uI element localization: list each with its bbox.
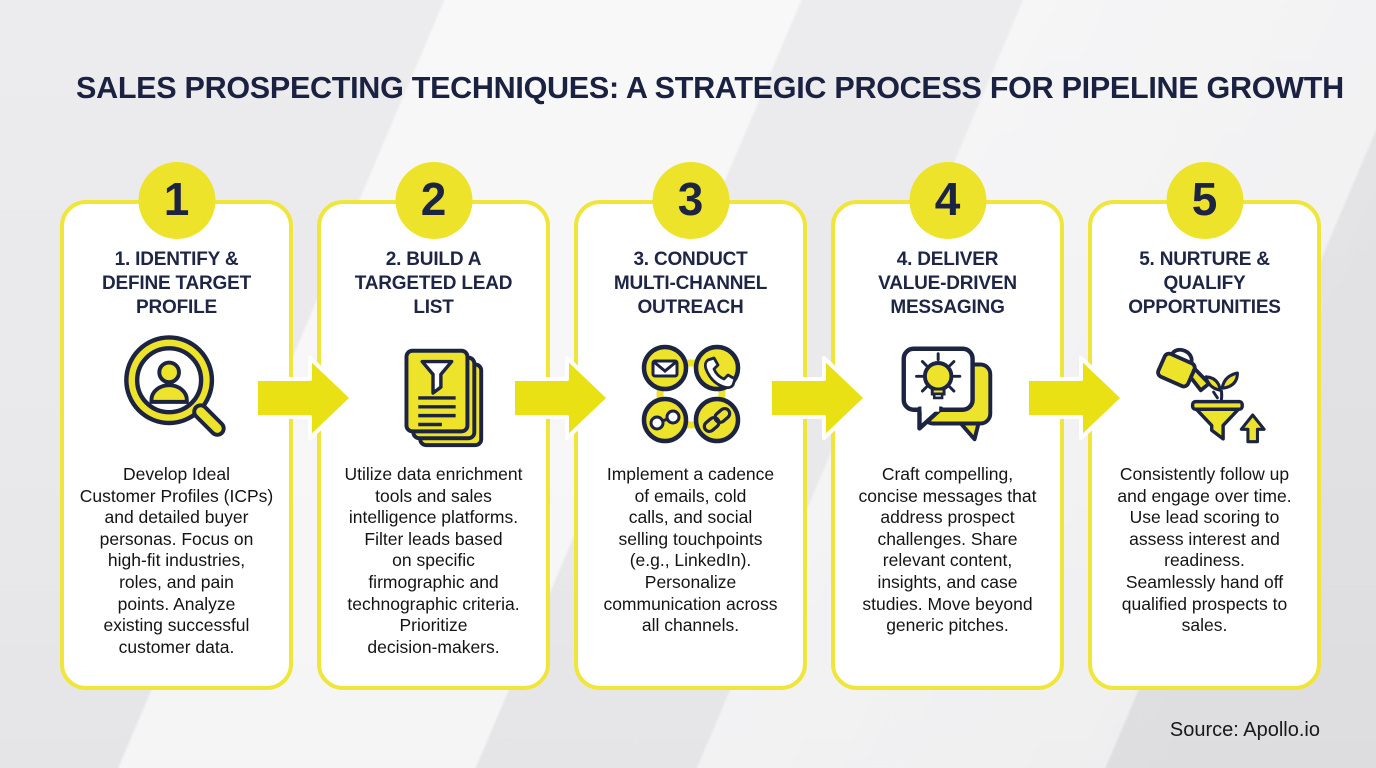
step-number-badge: 1 <box>138 162 215 239</box>
step-number-badge: 4 <box>909 162 986 239</box>
phone-icon <box>693 344 740 392</box>
funnel <box>1190 399 1244 441</box>
flow-arrow-1 <box>254 356 354 440</box>
filtered-lead-list-icon <box>368 332 500 456</box>
step-card-2: 2 2. BUILD A TARGETED LEAD LIST Utilize … <box>317 162 550 690</box>
magnifier-person-icon <box>111 332 243 456</box>
step-description: Develop Ideal Customer Profiles (ICPs) a… <box>79 464 274 657</box>
social-connection-icon <box>641 396 688 444</box>
step-card-4: 4 4. DELIVER VALUE-DRIVEN MESSAGING <box>831 162 1064 690</box>
step-description: Utilize data enrichment tools and sales … <box>344 464 523 657</box>
step-title: 5. NURTURE & QUALIFY OPPORTUNITIES <box>1128 249 1281 318</box>
step-title: 1. IDENTIFY & DEFINE TARGET PROFILE <box>101 249 252 318</box>
step-card-1: 1 1. IDENTIFY & DEFINE TARGET PROFILE De… <box>60 162 293 690</box>
step-description: Consistently follow up and engage over t… <box>1117 464 1292 636</box>
step-number-badge: 5 <box>1166 162 1243 239</box>
watering-can <box>1155 347 1211 393</box>
step-description: Implement a cadence of emails, cold call… <box>603 464 778 636</box>
step-card-5: 5 5. NURTURE & QUALIFY OPPORTUNITIES <box>1088 162 1321 690</box>
lightbulb-icon <box>914 352 961 400</box>
email-icon <box>641 344 688 392</box>
step-title: 3. CONDUCT MULTI-CHANNEL OUTREACH <box>613 249 768 318</box>
step-title: 2. BUILD A TARGETED LEAD LIST <box>354 249 513 318</box>
up-arrow <box>1239 413 1266 444</box>
source-credit: Source: Apollo.io <box>1169 719 1320 741</box>
step-title: 4. DELIVER VALUE-DRIVEN MESSAGING <box>878 249 1017 318</box>
watering-funnel-growth-icon <box>1139 332 1271 456</box>
page-title: SALES PROSPECTING TECHNIQUES: A STRATEGI… <box>76 70 1344 105</box>
step-description: Craft compelling, concise messages that … <box>858 464 1037 636</box>
link-icon <box>693 396 740 444</box>
flow-arrow-3 <box>768 356 868 440</box>
flow-arrow-4 <box>1025 356 1125 440</box>
sprout <box>1203 371 1239 402</box>
step-number-badge: 2 <box>395 162 472 239</box>
step-number-badge: 3 <box>652 162 729 239</box>
idea-message-bubbles-icon <box>882 332 1014 456</box>
multi-channel-icons <box>625 332 757 456</box>
flow-arrow-2 <box>511 356 611 440</box>
step-card-3: 3 3. CONDUCT MULTI-CHANNEL OUTREACH <box>574 162 807 690</box>
